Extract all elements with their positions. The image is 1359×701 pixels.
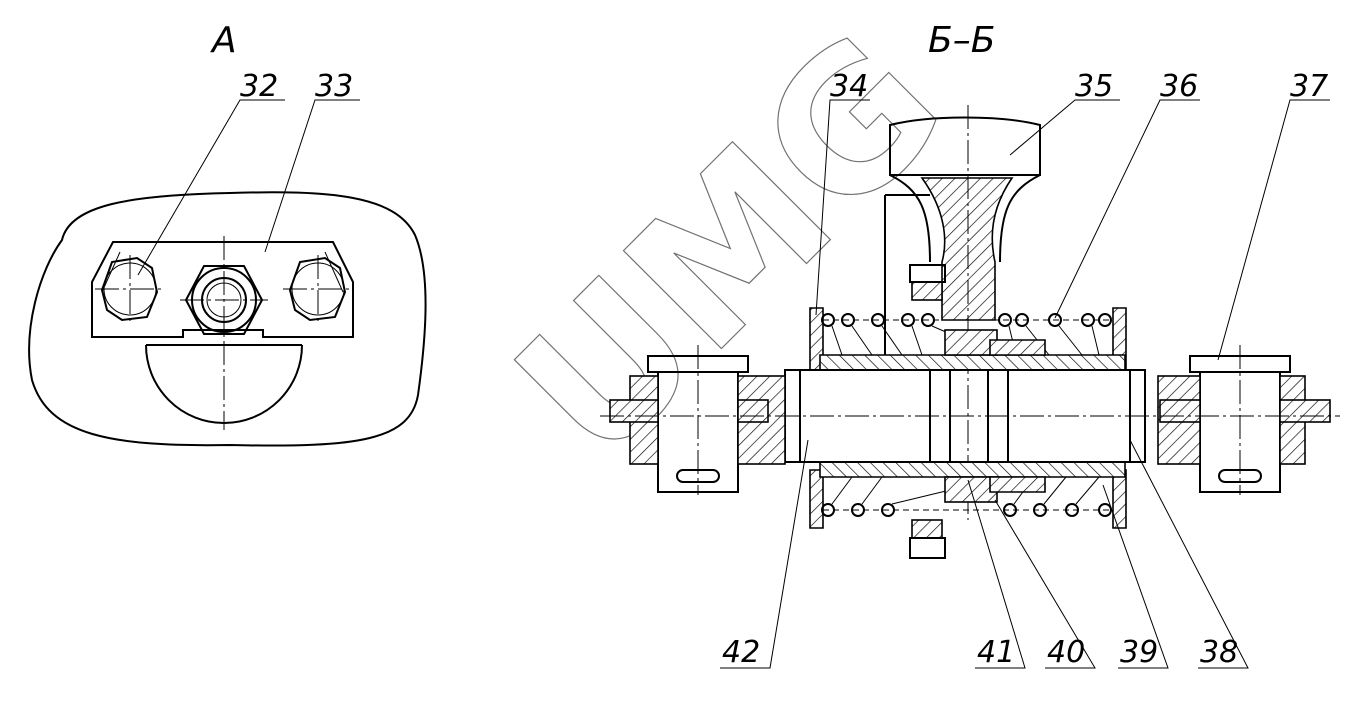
spring-coil [1015, 313, 1029, 327]
spring-coil [841, 313, 855, 327]
right-mount [1157, 345, 1331, 495]
spring-wire [831, 476, 853, 505]
svg-text:UMG: UMG [476, 0, 985, 502]
spring-coil [821, 313, 835, 327]
view-a-outline [28, 191, 427, 447]
callout-33: 33 [315, 69, 353, 104]
callout-41: 41 [977, 635, 1015, 670]
watermark: UMG [475, 0, 986, 502]
spring-coil [1065, 503, 1079, 517]
spring-coil [821, 503, 835, 517]
spring-coil [998, 313, 1012, 327]
callout-36: 36 [1160, 69, 1198, 104]
spring-wire [861, 476, 883, 505]
view-a-title: А [210, 20, 237, 61]
spring-coil [901, 313, 915, 327]
spring-coil [1048, 313, 1062, 327]
spring-coils [821, 313, 1112, 517]
spring-wire [1075, 476, 1100, 505]
spring-coil [1098, 503, 1112, 517]
spring-wire [1043, 476, 1067, 505]
view-bb-title: Б–Б [928, 20, 995, 61]
spring-wire [1091, 325, 1100, 356]
spring-coil [921, 313, 935, 327]
callout-40: 40 [1047, 635, 1085, 670]
bracket-plate [91, 241, 354, 338]
spring-coil [1003, 503, 1017, 517]
callout-39: 39 [1120, 635, 1158, 670]
spring-wire [831, 325, 843, 356]
view-bb: Б–Б [137, 20, 1340, 670]
callout-42: 42 [722, 635, 760, 670]
view-a: А [28, 20, 427, 447]
spring-coil [1098, 313, 1112, 327]
spring-coil [871, 313, 885, 327]
spring-coil [1081, 313, 1095, 327]
callout-34: 34 [830, 69, 868, 104]
left-mount [609, 345, 786, 495]
spring-wire [881, 325, 903, 356]
callout-37: 37 [1290, 69, 1328, 104]
spring-coil [1033, 503, 1047, 517]
spring-wire [1058, 325, 1083, 356]
spring-coil [851, 503, 865, 517]
spring-coil [881, 503, 895, 517]
callout-32: 32 [240, 69, 278, 104]
callout-38: 38 [1200, 635, 1238, 670]
spring-wire [851, 325, 873, 356]
spring-wire [911, 325, 923, 356]
callout-35: 35 [1075, 69, 1113, 104]
